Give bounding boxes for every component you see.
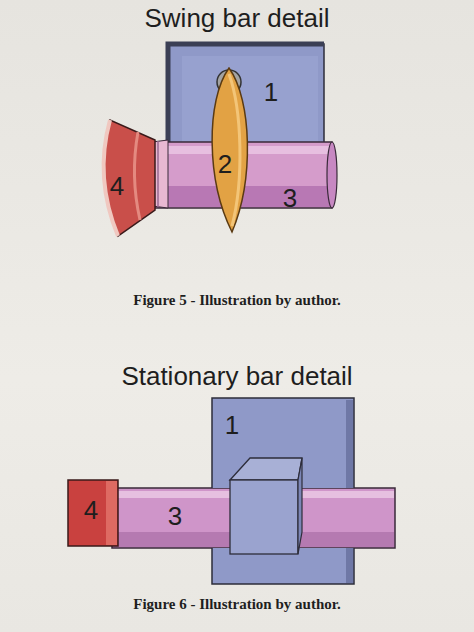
mounting-plate: 1 bbox=[208, 395, 358, 588]
swing-pin: 2 bbox=[205, 64, 255, 236]
end-cap: 4 bbox=[95, 115, 170, 241]
callout-number: 3 bbox=[168, 503, 182, 529]
figure-title: Swing bar detail bbox=[145, 4, 330, 33]
end-cap-shape bbox=[95, 115, 170, 241]
callout-number: 1 bbox=[264, 79, 278, 105]
callout-number: 2 bbox=[218, 151, 232, 177]
end-cap: 4 bbox=[64, 475, 122, 550]
callout-number: 1 bbox=[225, 412, 239, 438]
callout-number: 4 bbox=[84, 497, 98, 523]
callout-number: 3 bbox=[283, 185, 297, 211]
figure-caption: Figure 6 - Illustration by author. bbox=[133, 596, 341, 613]
figure-caption: Figure 5 - Illustration by author. bbox=[133, 292, 341, 309]
figure-title: Stationary bar detail bbox=[121, 362, 352, 391]
swing-pin-shape bbox=[205, 64, 255, 236]
callout-number: 4 bbox=[110, 173, 124, 199]
